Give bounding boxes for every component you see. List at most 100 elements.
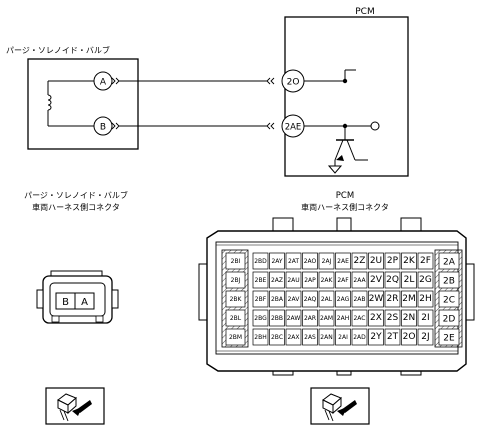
pin-2s xyxy=(384,309,401,327)
pin-2n xyxy=(401,309,417,327)
pin-2ac-label: 2AC xyxy=(353,315,365,322)
pin-2c-label: 2C xyxy=(443,296,455,306)
pin-2q-label: 2Q xyxy=(386,275,399,285)
pin-2bm-label: 2BM xyxy=(229,334,242,341)
left-connector-title-1: パージ・ソレノイド・バルブ xyxy=(24,190,128,200)
pin-2e-label: 2E xyxy=(443,334,455,344)
valve-pin-a xyxy=(93,71,113,91)
pin-2b xyxy=(438,271,460,289)
pin-2be xyxy=(252,271,269,289)
valve-pin-b xyxy=(93,116,113,136)
pin-2bi-label: 2BI xyxy=(231,258,241,265)
pin-2af-label: 2AF xyxy=(337,277,349,284)
pin-2bb-label: 2BB xyxy=(271,315,283,322)
pin-2bl-label: 2BL xyxy=(230,315,242,322)
pin-2y xyxy=(368,328,384,346)
pin-2ay-label: 2AY xyxy=(271,258,282,265)
pin-2ab xyxy=(351,290,368,308)
pin-2ay xyxy=(269,252,285,270)
pin-2ac xyxy=(351,309,368,327)
pin-2v-label: 2V xyxy=(370,275,383,285)
pin-2ar-label: 2AR xyxy=(304,315,316,322)
pin-2o xyxy=(401,328,417,346)
pin-2g xyxy=(417,271,434,289)
left-view-direction-icon xyxy=(45,387,105,425)
pin-2d xyxy=(438,309,460,327)
pin-2ae-label: 2AE xyxy=(337,258,349,265)
pin-2bc xyxy=(269,328,285,346)
pcm-internal-circuit-icon xyxy=(304,69,380,174)
pin-2g-label: 2G xyxy=(419,275,432,285)
pin-2aq-label: 2AQ xyxy=(304,296,317,303)
pin-2av xyxy=(285,290,302,308)
pin-2bf xyxy=(252,290,269,308)
pin-2bd xyxy=(252,252,269,270)
pin-2ai xyxy=(335,328,351,346)
pin-2e xyxy=(438,328,460,346)
pin-2x-label: 2X xyxy=(370,313,382,323)
pin-2z xyxy=(351,252,368,270)
pin-2o-label: 2O xyxy=(403,332,416,342)
pin-2h-label: 2H xyxy=(419,294,432,304)
pin-2p xyxy=(384,252,401,270)
pin-2v xyxy=(368,271,384,289)
pin-2bh xyxy=(252,328,269,346)
pin-2am xyxy=(318,309,335,327)
pin-2ap-label: 2AP xyxy=(304,277,316,284)
pin-2ag-label: 2AG xyxy=(337,296,350,303)
pin-2ad xyxy=(351,328,368,346)
pin-2bi xyxy=(225,252,246,270)
pin-2u-label: 2U xyxy=(370,256,382,266)
right-connector-title-1: PCM xyxy=(336,191,354,201)
pin-2w xyxy=(368,290,384,308)
valve-pin-a-label: A xyxy=(100,78,107,88)
pin-2ai-label: 2AI xyxy=(338,334,348,341)
pin-2be-label: 2BE xyxy=(255,277,267,284)
pin-2u xyxy=(368,252,384,270)
pin-2bm xyxy=(225,328,246,346)
pin-2z-label: 2Z xyxy=(354,256,366,266)
valve-pin-b-label: B xyxy=(100,123,106,133)
pin-2aw-label: 2AW xyxy=(287,315,301,322)
pin-2bb xyxy=(269,309,285,327)
pin-2f-label: 2F xyxy=(420,256,431,266)
pin-2bk-label: 2BK xyxy=(230,296,243,303)
pin-2ae xyxy=(335,252,351,270)
pin-2h xyxy=(417,290,434,308)
pin-2s-label: 2S xyxy=(387,313,399,323)
pin-2bl xyxy=(225,309,246,327)
pin-2bh-label: 2BH xyxy=(254,334,266,341)
pin-2ba-label: 2BA xyxy=(271,296,284,303)
pin-2ax-label: 2AX xyxy=(287,334,299,341)
pin-2bf-label: 2BF xyxy=(255,296,267,303)
pin-2an xyxy=(318,328,335,346)
pin-2x xyxy=(368,309,384,327)
pin-2k xyxy=(401,252,417,270)
pin-2am-label: 2AM xyxy=(320,315,333,322)
pin-2at-label: 2AT xyxy=(288,258,299,265)
valve-box xyxy=(27,58,139,150)
pin-2n-label: 2N xyxy=(403,313,415,323)
pin-2aa xyxy=(351,271,368,289)
pcm-pin-2o-label: 2O xyxy=(287,78,300,88)
pin-2bg-label: 2BG xyxy=(254,315,267,322)
pin-2d-label: 2D xyxy=(443,315,456,325)
pin-2l xyxy=(401,271,417,289)
pin-2bj xyxy=(225,271,246,289)
transistor-arrow-icon xyxy=(336,155,344,161)
pin-2j xyxy=(417,328,434,346)
junction-dot-top xyxy=(342,78,348,84)
solenoid-coil-icon xyxy=(47,80,94,127)
right-view-direction-icon xyxy=(310,387,370,425)
pin-2ba xyxy=(269,290,285,308)
pin-2as-label: 2AS xyxy=(304,334,316,341)
pin-2y-label: 2Y xyxy=(370,332,382,342)
pin-2k-label: 2K xyxy=(403,256,416,266)
connector-chevron-icons xyxy=(111,77,275,130)
pin-2l-label: 2L xyxy=(404,275,415,285)
pin-2r-label: 2R xyxy=(387,294,399,304)
pin-2al-label: 2AL xyxy=(321,296,333,303)
pcm-box xyxy=(284,16,409,177)
